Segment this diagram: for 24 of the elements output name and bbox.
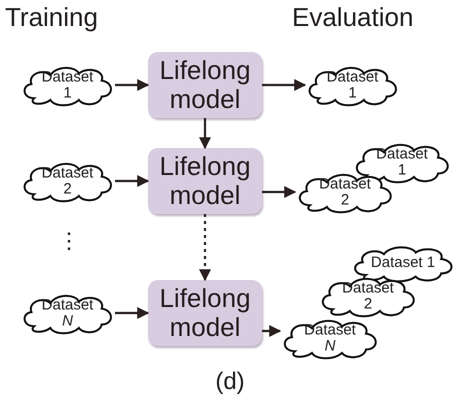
dataset-label: Dataset N: [303, 322, 357, 354]
dataset-label: Dataset N: [40, 297, 94, 329]
model-box: Lifelong model: [148, 52, 262, 118]
caption: (d): [214, 368, 246, 396]
model-box: Lifelong model: [148, 148, 262, 214]
column-heading: Training: [5, 2, 98, 33]
ellipsis-mark: ⋮: [58, 228, 80, 254]
dataset-label: Dataset 1: [370, 255, 436, 271]
dataset-label: Dataset 1: [375, 146, 429, 178]
dataset-label: Dataset 1: [40, 69, 94, 101]
column-heading: Evaluation: [292, 2, 414, 33]
model-box: Lifelong model: [148, 280, 262, 346]
dataset-label: Dataset 2: [318, 176, 372, 208]
arrow: [199, 118, 211, 150]
dataset-label: Dataset 2: [341, 280, 395, 312]
arrow: [115, 175, 150, 187]
dataset-label: Dataset 1: [326, 69, 380, 101]
arrow: [262, 186, 296, 198]
arrow: [115, 307, 150, 319]
arrow: [115, 79, 150, 91]
dashed-arrow: [199, 214, 211, 282]
arrow: [262, 325, 282, 337]
dataset-label: Dataset 2: [40, 165, 94, 197]
arrow: [262, 79, 306, 91]
